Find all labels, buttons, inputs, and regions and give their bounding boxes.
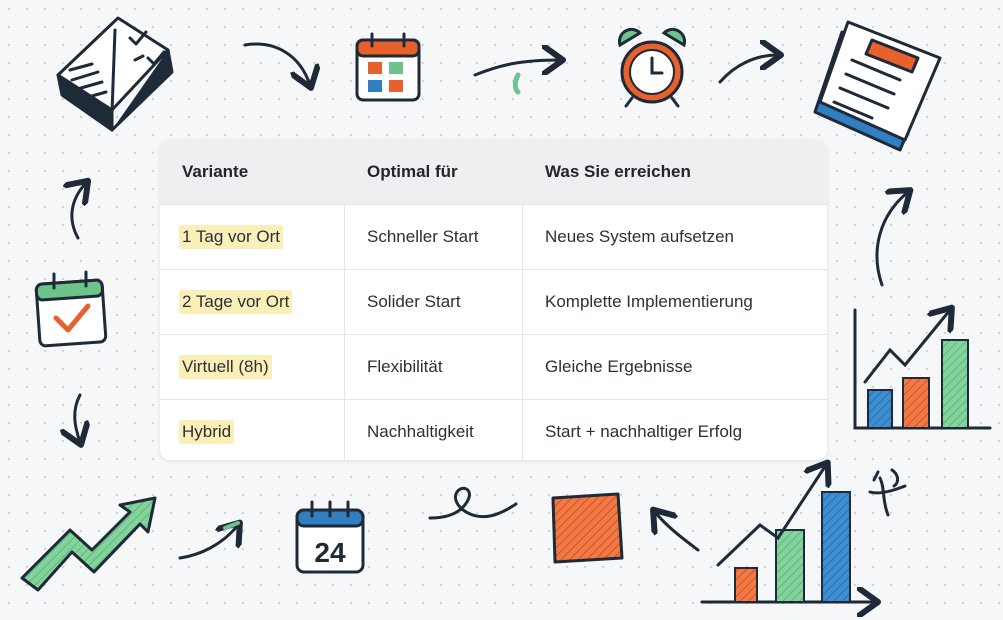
optimal-cell: Solider Start: [345, 270, 523, 334]
variant-name: 2 Tage vor Ort: [179, 290, 293, 314]
flow-arrow: [473, 60, 560, 77]
notebook-icon: [813, 20, 942, 152]
variant-cell: 1 Tag vor Ort: [160, 205, 345, 269]
optimal-cell: Schneller Start: [345, 205, 523, 269]
header-optimal-fuer: Optimal für: [367, 162, 458, 181]
table-header-row: Variante Optimal für Was Sie erreichen: [160, 140, 827, 204]
table-row: 2 Tage vor Ort Solider Start Komplette I…: [160, 269, 827, 334]
calendar-check-icon: [34, 270, 108, 348]
optimal-cell: Flexibilität: [345, 335, 523, 399]
result-cell: Gleiche Ergebnisse: [545, 357, 693, 376]
variant-name: Hybrid: [179, 420, 235, 444]
variant-name: Virtuell (8h): [179, 355, 272, 379]
green-stroke: [512, 72, 521, 95]
table-row: Virtuell (8h) Flexibilität Gleiche Ergeb…: [160, 334, 827, 399]
variant-cell: Virtuell (8h): [160, 335, 345, 399]
flow-arrow: [243, 42, 310, 85]
result-cell: Start + nachhaltiger Erfolg: [545, 422, 743, 441]
orange-square-icon: [551, 492, 624, 564]
calendar-24-label: 24: [314, 537, 346, 568]
trend-arrow-icon: [20, 496, 157, 592]
flow-arrow: [72, 183, 86, 240]
variant-name: 1 Tag vor Ort: [179, 225, 283, 249]
bar-chart-rising-icon: [700, 465, 875, 602]
result-cell: Komplette Implementierung: [545, 292, 753, 311]
alarm-clock-icon: [617, 27, 687, 108]
variant-cell: 2 Tage vor Ort: [160, 270, 345, 334]
table-row: 1 Tag vor Ort Schneller Start Neues Syst…: [160, 204, 827, 269]
calendar-grid-icon: [355, 32, 421, 102]
calendar-24-icon: 24: [295, 500, 365, 574]
flow-arrow: [875, 192, 908, 287]
loop-squiggle: [428, 486, 518, 520]
comparison-table: Variante Optimal für Was Sie erreichen 1…: [160, 140, 827, 460]
open-book-checklist-icon: [56, 16, 174, 132]
flow-arrow: [655, 512, 700, 552]
bar-chart-growth-icon: [853, 310, 992, 430]
result-cell: Neues System aufsetzen: [545, 227, 734, 246]
table-row: Hybrid Nachhaltigkeit Start + nachhaltig…: [160, 399, 827, 460]
header-was-sie-erreichen: Was Sie erreichen: [545, 162, 691, 181]
flow-arrow: [718, 55, 778, 84]
header-variante: Variante: [182, 162, 249, 181]
green-stroke: [223, 521, 240, 530]
optimal-cell: Nachhaltigkeit: [345, 400, 523, 460]
sparkle-figure-icon: [868, 468, 907, 517]
variant-cell: Hybrid: [160, 400, 345, 460]
flow-arrow: [178, 525, 238, 560]
flow-arrow: [75, 393, 80, 442]
